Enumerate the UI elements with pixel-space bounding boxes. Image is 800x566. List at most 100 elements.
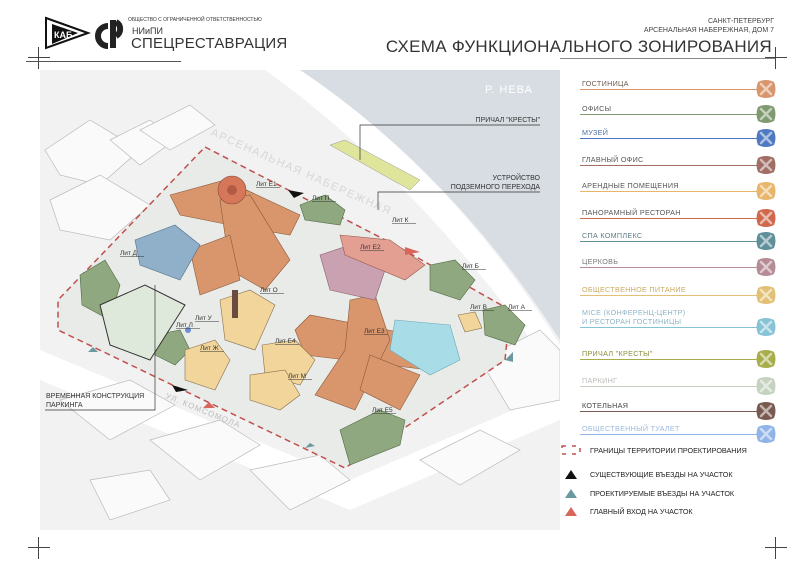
building-e1 (169, 179, 301, 296)
legend-label: ОФИСЫ (582, 104, 612, 113)
zone-swatch-icon (755, 207, 777, 229)
header-rule (560, 58, 775, 59)
legend-symbol-label: СУЩЕСТВУЮЩИЕ ВЪЕЗДЫ НА УЧАСТОК (590, 469, 733, 479)
legend-label: КОТЕЛЬНАЯ (582, 401, 629, 410)
main-entry-icon (203, 402, 215, 408)
site-boundary (57, 146, 511, 469)
site-map: Р. НЕВА АРСЕНАЛЬНАЯ НАБЕРЕЖНАЯ УЛ. КОМСО… (40, 70, 560, 530)
building-label: Лит Л (176, 322, 193, 329)
building-label: Лит Д (120, 250, 138, 257)
parking-label: ПАРКИНГА (46, 402, 83, 409)
building-label: Лит Е5 (372, 407, 393, 414)
legend-symbol: СУЩЕСТВУЮЩИЕ ВЪЕЗДЫ НА УЧАСТОК (560, 468, 733, 480)
zone-swatch-icon (755, 154, 777, 176)
zone-swatch-icon (755, 180, 777, 202)
planned-entry-icon (305, 443, 315, 448)
org-name: СПЕЦРЕСТАВРАЦИЯ (131, 35, 288, 52)
mice-center (389, 319, 461, 376)
legend-line (580, 433, 757, 435)
legend-line (580, 294, 757, 296)
legend-symbol-label: ГЛАВНЫЙ ВХОД НА УЧАСТОК (590, 506, 693, 516)
legend-item: ПАРКИНГ (580, 371, 777, 395)
building-label: Лит А (508, 304, 526, 311)
building-label: Лит Е4 (275, 338, 296, 345)
komsomola-street (40, 350, 560, 510)
legend-symbol-label: ПРОЕКТИРУЕМЫЕ ВЪЕЗДЫ НА УЧАСТОК (590, 488, 735, 498)
legend-item: ОФИСЫ (580, 99, 777, 123)
legend-label: MICE (КОНФЕРЕНЦ-ЦЕНТР)И РЕСТОРАН ГОСТИНИ… (582, 308, 686, 326)
zone-swatch-icon (755, 348, 777, 370)
legend-line (580, 88, 757, 90)
legend-item: ПРИЧАЛ "КРЕСТЫ" (580, 344, 777, 368)
legend-symbol: ПРОЕКТИРУЕМЫЕ ВЪЕЗДЫ НА УЧАСТОК (560, 487, 734, 499)
crop-mark (765, 47, 787, 69)
main-entry-icon (405, 247, 420, 255)
legend-item: ГЛАВНЫЙ ОФИС (580, 150, 777, 174)
address: САНКТ-ПЕТЕРБУРГ АРСЕНАЛЬНАЯ НАБЕРЕЖНАЯ, … (644, 17, 774, 35)
leader-lines (45, 124, 540, 411)
neighbor-buildings (44, 104, 560, 521)
org-legal-form: ОБЩЕСТВО С ОГРАНИЧЕННОЙ ОТВЕТСТВЕННОСТЬЮ (128, 17, 262, 23)
legend-item: ОБЩЕСТВЕННОЕ ПИТАНИЕ (580, 280, 777, 304)
legend-item: MICE (КОНФЕРЕНЦ-ЦЕНТР)И РЕСТОРАН ГОСТИНИ… (580, 302, 777, 336)
legend-item: ГОСТИНИЦА (580, 74, 777, 98)
zone-swatch-icon (755, 400, 777, 422)
zone-swatch-icon (755, 103, 777, 125)
entry-triangle-icon (560, 506, 582, 516)
entry-triangle-icon (560, 488, 582, 498)
building-label: Лит Б (462, 263, 479, 270)
legend-line (580, 164, 757, 166)
river-neva (300, 70, 560, 340)
building-label: Лит К (392, 217, 409, 224)
legend-label: ПАРКИНГ (582, 376, 618, 385)
crop-mark (28, 47, 50, 69)
building-label: Лит Ж (200, 345, 219, 352)
existing-entry-icon (288, 190, 304, 198)
pier-kresty (329, 139, 421, 191)
building-label: Лит Е1 (256, 181, 277, 188)
legend-label: ПРИЧАЛ "КРЕСТЫ" (582, 349, 653, 358)
legend-label: АРЕНДНЫЕ ПОМЕЩЕНИЯ (582, 181, 679, 190)
zone-swatch-icon (755, 127, 777, 149)
spa-complex (134, 224, 201, 281)
street-address: АРСЕНАЛЬНАЯ НАБЕРЕЖНАЯ, ДОМ 7 (643, 27, 774, 34)
existing-entry-icon (172, 385, 188, 392)
zone-swatch-icon (755, 316, 777, 338)
legend-item: СПА КОМПЛЕКС (580, 226, 777, 250)
legend-line (580, 190, 757, 192)
zone-swatch-icon (755, 230, 777, 252)
svg-text:КАБ: КАБ (54, 30, 73, 40)
legend-line (580, 137, 757, 139)
building-label: Лит У (195, 315, 213, 322)
legend-symbol: ГРАНИЦЫ ТЕРРИТОРИИ ПРОЕКТИРОВАНИЯ (560, 444, 747, 456)
legend-label: ПАНОРАМНЫЙ РЕСТОРАН (582, 208, 681, 217)
legend-line (580, 113, 757, 115)
legend-line (580, 326, 757, 328)
page-title: СХЕМА ФУНКЦИОНАЛЬНОГО ЗОНИРОВАНИЯ (385, 37, 772, 56)
sr-logo (95, 19, 124, 49)
legend-symbol: ГЛАВНЫЙ ВХОД НА УЧАСТОК (560, 505, 693, 517)
building-label: Лит Е3 (364, 328, 385, 335)
underpass-label: ПОДЗЕМНОГО ПЕРЕХОДА (451, 184, 541, 191)
legend-item: АРЕНДНЫЕ ПОМЕЩЕНИЯ (580, 176, 777, 200)
main-office-k (339, 234, 426, 281)
zone-swatch-icon (755, 284, 777, 306)
zone-swatch-icon (755, 423, 777, 445)
legend-line (580, 266, 757, 268)
zone-swatch-icon (755, 375, 777, 397)
building-label: Лит П (312, 195, 330, 202)
building-label: Лит О (260, 287, 278, 294)
crop-mark (28, 537, 50, 559)
temporary-parking (99, 284, 186, 361)
header-rule (26, 61, 181, 62)
entry-triangle-icon (560, 469, 582, 479)
legend-line (580, 240, 757, 242)
legend-line (580, 410, 757, 412)
boundary-dashed-icon (560, 445, 582, 455)
legend-label: ЦЕРКОВЬ (582, 257, 619, 266)
building-label: Лит В (470, 304, 487, 311)
zone-swatch-icon (755, 256, 777, 278)
org-short-name: НИиПИ (132, 26, 163, 36)
city: САНКТ-ПЕТЕРБУРГ (708, 18, 774, 25)
